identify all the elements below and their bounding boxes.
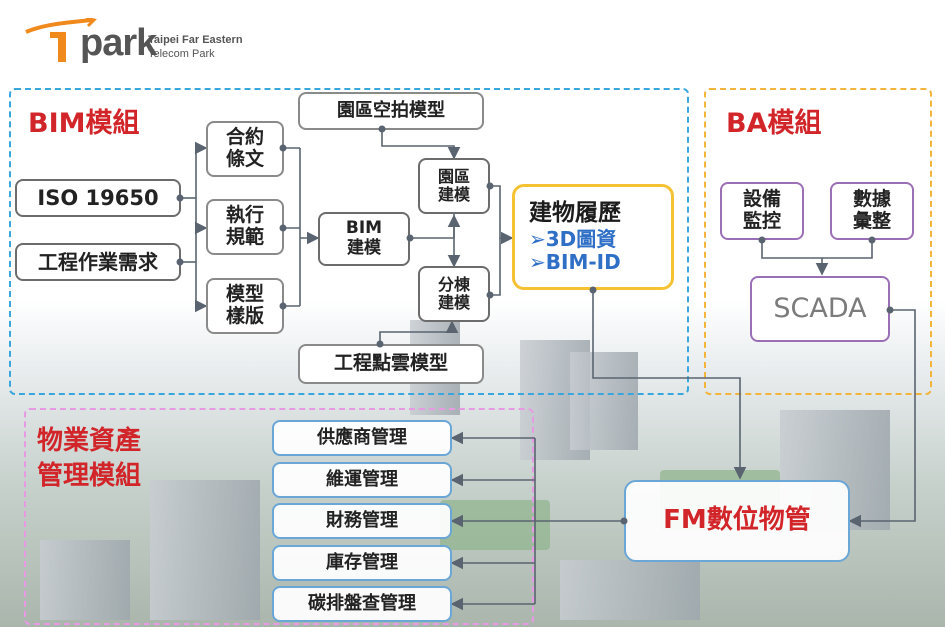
logo-line1: Taipei Far Eastern (148, 34, 243, 46)
connector-dot (176, 194, 184, 202)
property-module-region (24, 408, 534, 625)
iso-19650-box: ISO 19650 (15, 179, 181, 217)
background-building (150, 480, 260, 620)
execution-spec-line1: 執行 (225, 204, 264, 227)
bim-module-title: BIM模組 (28, 108, 140, 139)
pointcloud-model-label: 工程點雲模型 (333, 352, 448, 375)
contract-terms-box: 合約 條文 (206, 121, 284, 177)
equipment-monitor-line1: 設備 (742, 188, 781, 211)
property-module-title-line2: 管理模組 (37, 461, 142, 491)
connector-dot (886, 306, 894, 314)
engineering-requirements-box: 工程作業需求 (15, 243, 181, 281)
bim-modeling-line1: BIM (345, 218, 383, 239)
connector-dot (868, 236, 876, 244)
supplier-management-box: 供應商管理 (272, 420, 452, 456)
bim-modeling-line2: 建模 (347, 238, 381, 258)
engineering-requirements-label: 工程作業需求 (38, 249, 158, 274)
connector-dot (620, 517, 628, 525)
connector-dot (378, 125, 386, 133)
building-modeling-line2: 建模 (437, 293, 470, 312)
park-modeling-line2: 建模 (437, 185, 470, 204)
connector-dot (406, 234, 414, 242)
background-building (570, 352, 638, 450)
contract-terms-line2: 條文 (225, 148, 264, 170)
fm-digital-management-label: FM數位物管 (663, 505, 811, 536)
connector-dot (486, 291, 494, 299)
logo-line2: Telecom Park (148, 48, 215, 60)
connector-dot (486, 182, 494, 190)
history-bimid-item: ➢BIM-ID (529, 250, 621, 275)
park-modeling-line1: 園區 (437, 166, 470, 186)
logo-word: park (80, 22, 157, 64)
property-module-title-line1: 物業資產 (37, 426, 142, 456)
execution-spec-line2: 規範 (225, 226, 264, 248)
model-template-line1: 模型 (225, 283, 264, 306)
model-template-box: 模型 樣版 (206, 278, 284, 334)
iso-19650-label: ISO 19650 (37, 185, 159, 210)
ba-module-region (704, 88, 932, 395)
history-3d-item: ➢3D圖資 (529, 227, 617, 252)
logo-swoosh-icon (25, 18, 97, 62)
inventory-management-box: 庫存管理 (272, 545, 452, 581)
supplier-management-label: 供應商管理 (317, 426, 407, 448)
bim-module-region (9, 88, 689, 395)
maintenance-management-box: 維運管理 (272, 462, 452, 498)
aerial-model-label: 園區空拍模型 (337, 99, 445, 121)
tpark-logo: park Taipei Far Eastern Telecom Park (22, 18, 282, 68)
equipment-monitor-line2: 監控 (742, 210, 781, 232)
park-modeling-box: 園區 建模 (418, 158, 490, 214)
finance-management-box: 財務管理 (272, 503, 452, 539)
maintenance-management-label: 維運管理 (326, 468, 398, 490)
bim-modeling-box: BIM 建模 (318, 212, 410, 266)
data-aggregation-line2: 彙整 (852, 210, 891, 232)
equipment-monitor-box: 設備 監控 (720, 182, 804, 240)
connector-dot (589, 286, 597, 294)
connector-dot (758, 236, 766, 244)
carbon-audit-management-label: 碳排盤查管理 (308, 592, 416, 614)
data-aggregation-line1: 數據 (852, 188, 891, 211)
execution-spec-box: 執行 規範 (206, 199, 284, 255)
connector-dot (279, 144, 287, 152)
connector-dot (279, 224, 287, 232)
scada-box: SCADA (750, 276, 890, 342)
ba-module-title: BA模組 (726, 108, 822, 139)
building-modeling-line1: 分棟 (437, 274, 470, 294)
connector-dot (279, 302, 287, 310)
background-building (560, 560, 700, 620)
data-aggregation-box: 數據 彙整 (830, 182, 914, 240)
connector-dot (176, 258, 184, 266)
pointcloud-model-box: 工程點雲模型 (298, 344, 484, 384)
connector-dot (376, 340, 384, 348)
finance-management-label: 財務管理 (326, 509, 398, 531)
model-template-line2: 樣版 (225, 305, 264, 327)
contract-terms-line1: 合約 (225, 126, 264, 149)
background-building (40, 540, 130, 620)
scada-label: SCADA (773, 293, 867, 325)
carbon-audit-management-box: 碳排盤查管理 (272, 586, 452, 622)
aerial-model-box: 園區空拍模型 (298, 92, 484, 130)
building-modeling-box: 分棟 建模 (418, 266, 490, 322)
building-history-box: 建物履歷 ➢3D圖資 ➢BIM-ID (512, 184, 674, 290)
fm-digital-management-box: FM數位物管 (624, 480, 850, 562)
building-history-title: 建物履歷 (529, 199, 621, 226)
inventory-management-label: 庫存管理 (326, 551, 398, 573)
